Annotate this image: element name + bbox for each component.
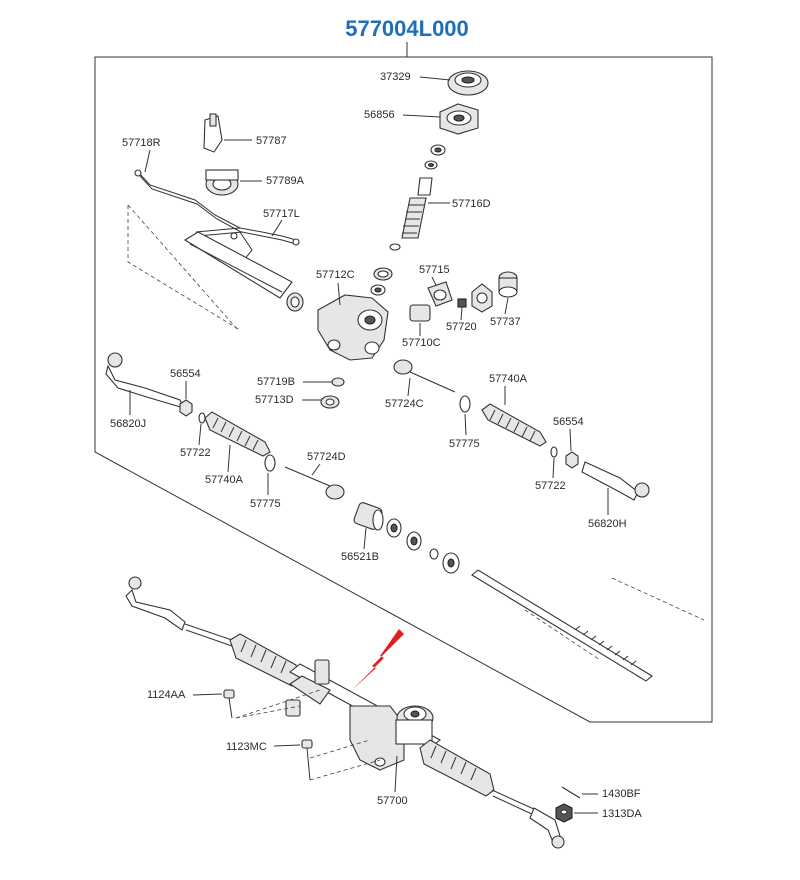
label-57716D: 57716D <box>452 198 491 210</box>
label-1124AA: 1124AA <box>147 689 186 701</box>
yoke-lock-nut <box>471 283 493 313</box>
support-yoke <box>409 304 431 322</box>
label-1313DA: 1313DA <box>602 808 642 820</box>
label-37329: 37329 <box>380 71 411 83</box>
label-56554-right: 56554 <box>553 416 584 428</box>
pinion-seal <box>370 267 393 296</box>
rack-bushing <box>353 502 384 531</box>
rack-housing-tube <box>183 231 304 312</box>
boot-band-right <box>550 446 558 458</box>
label-57740A-right: 57740A <box>489 373 528 385</box>
red-pointer-arrow <box>342 629 404 700</box>
tube-clamp-bracket <box>203 113 223 153</box>
label-56820H: 56820H <box>588 518 627 530</box>
boot-clamp-right <box>459 395 471 413</box>
boot-left <box>204 411 271 457</box>
label-57715: 57715 <box>419 264 450 276</box>
assembled-steering-gear <box>125 576 565 849</box>
boot-right <box>481 403 547 447</box>
yoke-spring <box>457 298 467 308</box>
yoke-washer-parts <box>320 377 345 409</box>
pinion-bearing-rings <box>424 144 446 170</box>
inner-tie-rod-right <box>393 359 456 393</box>
yoke-plug <box>427 281 453 307</box>
label-57719B: 57719B <box>257 376 295 388</box>
label-57720: 57720 <box>446 321 477 333</box>
lock-nut-left <box>179 399 193 417</box>
label-57775-left: 57775 <box>250 498 281 510</box>
label-57712C: 57712C <box>316 269 355 281</box>
exploded-view-frame <box>94 56 713 723</box>
pinion-seal-cap <box>447 70 489 96</box>
label-57710C: 57710C <box>402 337 441 349</box>
label-57722-left: 57722 <box>180 447 211 459</box>
label-57700: 57700 <box>377 795 408 807</box>
label-1123MC: 1123MC <box>226 741 267 753</box>
left-feed-tube <box>134 169 242 233</box>
pinion-cap-nut <box>439 103 479 135</box>
label-56521B: 56521B <box>341 551 379 563</box>
inner-tie-rod-left <box>284 466 345 500</box>
cotter-pin <box>561 786 581 799</box>
label-57722-right: 57722 <box>535 480 566 492</box>
label-1430BF: 1430BF <box>602 788 641 800</box>
tie-rod-end-right <box>581 461 650 501</box>
label-57737: 57737 <box>490 316 521 328</box>
label-57717L: 57717L <box>263 208 300 220</box>
label-57740A-left: 57740A <box>205 474 244 486</box>
label-57724C: 57724C <box>385 398 424 410</box>
label-57724D: 57724D <box>307 451 346 463</box>
label-57775-right: 57775 <box>449 438 480 450</box>
label-57789A: 57789A <box>266 175 305 187</box>
label-57787: 57787 <box>256 135 287 147</box>
rack-seal-rings <box>386 518 460 574</box>
mounting-bolt-1124AA <box>223 689 235 719</box>
lock-nut-right <box>565 451 579 469</box>
label-57713D: 57713D <box>255 394 294 406</box>
rack-bar <box>471 569 653 682</box>
label-56554-left: 56554 <box>170 368 201 380</box>
label-56856: 56856 <box>364 109 395 121</box>
yoke-cap <box>498 271 518 298</box>
boot-clamp-left <box>264 454 276 472</box>
boot-band-left <box>198 412 206 424</box>
valve-housing <box>317 294 389 361</box>
label-57718R: 57718R <box>122 137 161 149</box>
castle-nut <box>555 803 573 823</box>
label-56820J: 56820J <box>110 418 146 430</box>
pinion-shaft <box>389 177 433 251</box>
tie-rod-end-left <box>105 352 186 409</box>
diagram-title: 577004L000 <box>345 16 469 41</box>
mounting-bolt-1123MC <box>301 739 313 781</box>
rack-mount-bushing <box>205 169 239 196</box>
